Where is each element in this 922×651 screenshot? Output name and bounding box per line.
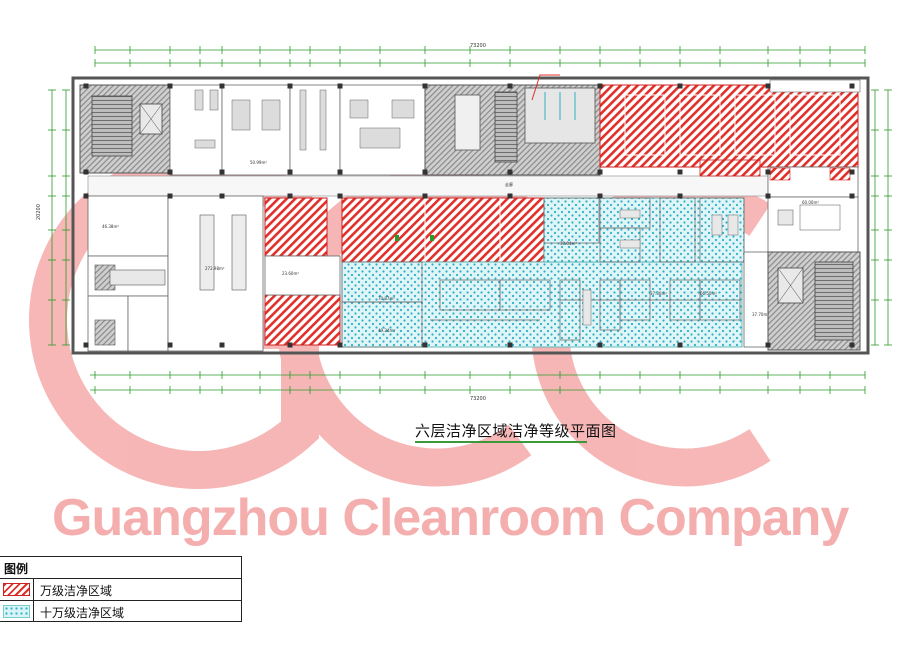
column xyxy=(219,169,225,175)
column xyxy=(507,169,513,175)
column xyxy=(337,193,343,199)
legend-row-class-100000: 十万级洁净区域 xyxy=(0,601,242,623)
legend-header-row: 图例 xyxy=(0,557,242,579)
class-10000-room-b xyxy=(264,294,341,346)
plan-title: 六层洁净区域洁净等级平面图 xyxy=(415,422,617,440)
dimension-top-total: 73200 xyxy=(470,43,486,49)
legend-header: 图例 xyxy=(4,562,29,576)
legend-label-class-10000: 万级洁净区域 xyxy=(40,584,113,598)
svg-text:50.99m²: 50.99m² xyxy=(250,160,267,165)
column xyxy=(167,83,173,89)
corridor xyxy=(87,175,769,197)
dimension-ticks xyxy=(48,46,892,394)
svg-text:60.00m²: 60.00m² xyxy=(802,200,819,205)
structural-columns xyxy=(83,83,855,348)
column xyxy=(597,193,603,199)
column xyxy=(849,193,855,199)
column xyxy=(507,193,513,199)
column xyxy=(83,83,89,89)
class-10000-room-a xyxy=(264,197,328,257)
svg-text:70.87m²: 70.87m² xyxy=(378,296,395,301)
column xyxy=(849,83,855,89)
column xyxy=(677,83,683,89)
svg-text:走廊: 走廊 xyxy=(505,181,513,187)
class-100000-zone xyxy=(341,197,745,348)
column xyxy=(507,83,513,89)
svg-text:272.98m²: 272.98m² xyxy=(205,266,225,271)
watermark-company-name: Guangzhou Cleanroom Company xyxy=(52,489,849,547)
column xyxy=(677,342,683,348)
svg-text:30.04m²: 30.04m² xyxy=(560,241,577,246)
cyan-dots-swatch-icon xyxy=(3,605,30,618)
column xyxy=(677,169,683,175)
column xyxy=(422,83,428,89)
legend-row-class-10000: 万级洁净区域 xyxy=(0,579,242,601)
dimension-lines xyxy=(51,49,889,391)
class-10000-block-center xyxy=(341,197,545,263)
legend-swatch-cell xyxy=(0,579,34,600)
column xyxy=(219,342,225,348)
dimension-labels: 73200 73200 20200 xyxy=(36,43,486,402)
column xyxy=(677,193,683,199)
legend-label-class-100000: 十万级洁净区域 xyxy=(40,606,125,620)
column xyxy=(337,83,343,89)
column xyxy=(219,83,225,89)
column xyxy=(167,169,173,175)
column xyxy=(83,169,89,175)
left-lower-rooms xyxy=(87,195,264,352)
column xyxy=(337,169,343,175)
column xyxy=(287,342,293,348)
building-outline xyxy=(71,76,870,355)
class-100000-partitions xyxy=(341,197,745,348)
plan-title-underline xyxy=(415,441,587,443)
svg-text:46.38m²: 46.38m² xyxy=(102,224,119,229)
column xyxy=(765,342,771,348)
column xyxy=(597,342,603,348)
office-desks xyxy=(194,89,415,151)
column xyxy=(287,83,293,89)
column xyxy=(422,169,428,175)
column xyxy=(765,169,771,175)
column xyxy=(83,342,89,348)
column xyxy=(849,342,855,348)
legend-table: 图例 万级洁净区域 十万级洁净区域 xyxy=(0,556,242,622)
column xyxy=(219,193,225,199)
column xyxy=(167,193,173,199)
column xyxy=(337,342,343,348)
red-hatch-swatch-icon xyxy=(3,583,30,596)
column xyxy=(597,169,603,175)
column xyxy=(597,83,603,89)
column xyxy=(765,193,771,199)
column xyxy=(507,342,513,348)
column xyxy=(849,169,855,175)
column xyxy=(167,342,173,348)
column xyxy=(422,193,428,199)
dimension-bottom-total: 73200 xyxy=(470,396,486,402)
column xyxy=(287,193,293,199)
svg-text:49.24m²: 49.24m² xyxy=(378,328,395,333)
svg-text:66.50m²: 66.50m² xyxy=(700,291,717,296)
column xyxy=(422,342,428,348)
column xyxy=(287,169,293,175)
column xyxy=(83,193,89,199)
dimension-left-total: 20200 xyxy=(36,204,42,220)
room-area-labels: 46.38m² 272.98m² 23.60m² 70.87m² 49.24m²… xyxy=(102,160,819,333)
svg-text:37.30m²: 37.30m² xyxy=(650,291,667,296)
svg-text:23.60m²: 23.60m² xyxy=(282,271,299,276)
svg-text:37.70m²: 37.70m² xyxy=(752,312,769,317)
column xyxy=(765,83,771,89)
legend-swatch-cell xyxy=(0,601,34,622)
